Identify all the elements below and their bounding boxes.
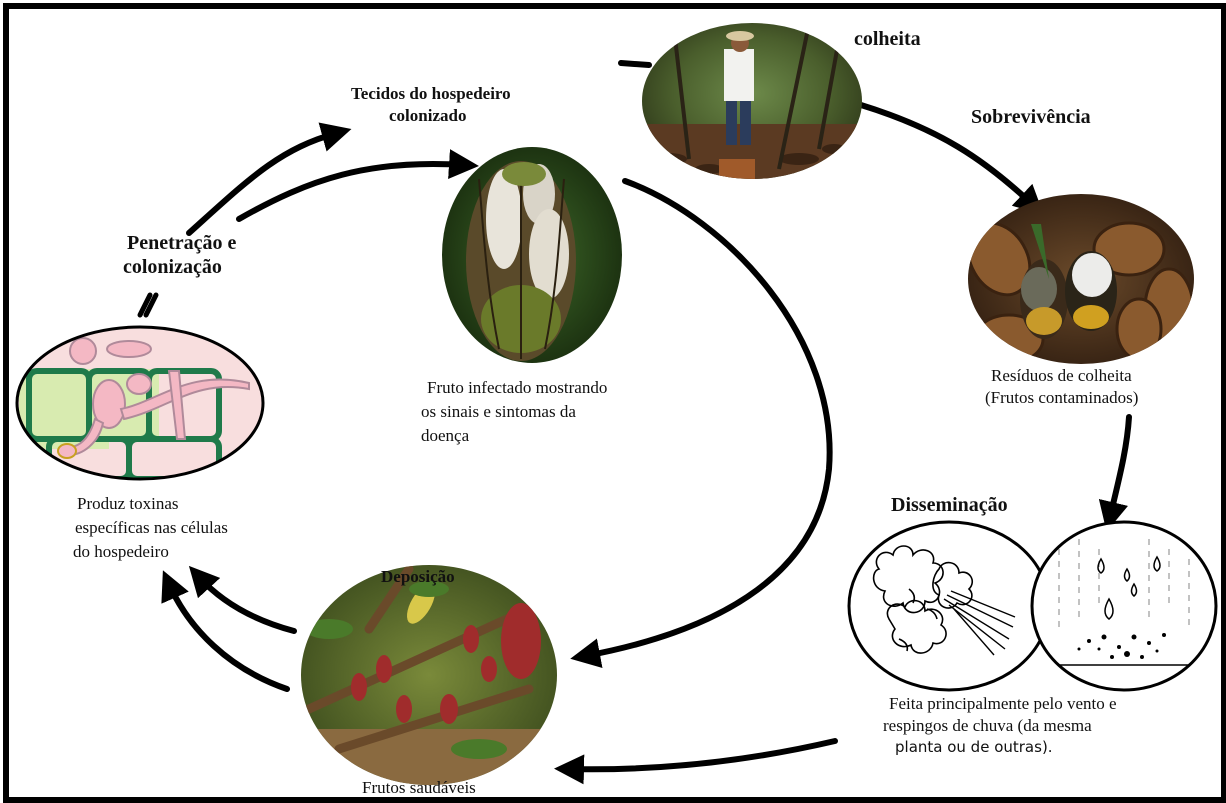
caption-residuos-line2: (Frutos contaminados) (985, 387, 1138, 408)
stage-sobrevivencia: Sobrevivência (971, 105, 1091, 129)
rain-drawing (1032, 522, 1216, 690)
wind-drawing (849, 522, 1049, 690)
harvest-photo (642, 23, 862, 184)
caption-toxinas-line2: específicas nas células (75, 517, 228, 538)
caption-fruto-line1: Fruto infectado mostrando (427, 377, 607, 398)
caption-toxinas-line1: Produz toxinas (77, 493, 179, 514)
infected-pod-photo (442, 147, 622, 363)
diagram-frame: colheita Sobrevivência Disseminação Depo… (3, 3, 1226, 803)
caption-dissem-line3: planta ou de outras). (895, 737, 1053, 758)
stage-disseminacao: Disseminação (891, 493, 1008, 517)
stage-penetracao-line1: Penetração e (127, 231, 236, 255)
caption-fruto-line3: doença (421, 425, 469, 446)
stage-deposicao: Deposição (381, 566, 455, 587)
caption-fruto-line2: os sinais e sintomas da (421, 401, 576, 422)
stage-colheita: colheita (854, 27, 921, 51)
arrow-deposicao-to-produz (199, 577, 294, 631)
arrow-residuos-to-disseminacao (1110, 417, 1129, 517)
caption-toxinas-line3: do hospedeiro (73, 541, 169, 562)
arrow-disseminacao-to-deposicao (569, 741, 835, 769)
cell-colonization-drawing (17, 327, 267, 487)
stage-tecidos-line2: colonizado (389, 105, 466, 126)
stage-penetracao-line2: colonização (123, 255, 222, 279)
caption-frutos-saudaveis: Frutos saudáveis (362, 777, 476, 798)
residue-photo (956, 194, 1194, 364)
caption-dissem-line1: Feita principalmente pelo vento e (889, 693, 1117, 714)
arrow-penetracao-to-fruto (239, 164, 464, 219)
caption-residuos-line1: Resíduos de colheita (991, 365, 1132, 386)
stage-tecidos-line1: Tecidos do hospedeiro (351, 83, 511, 104)
arrow-tecidos-to-colheita (621, 63, 649, 65)
healthy-pod-photo (299, 565, 559, 789)
caption-dissem-line2: respingos de chuva (da mesma (883, 715, 1092, 736)
